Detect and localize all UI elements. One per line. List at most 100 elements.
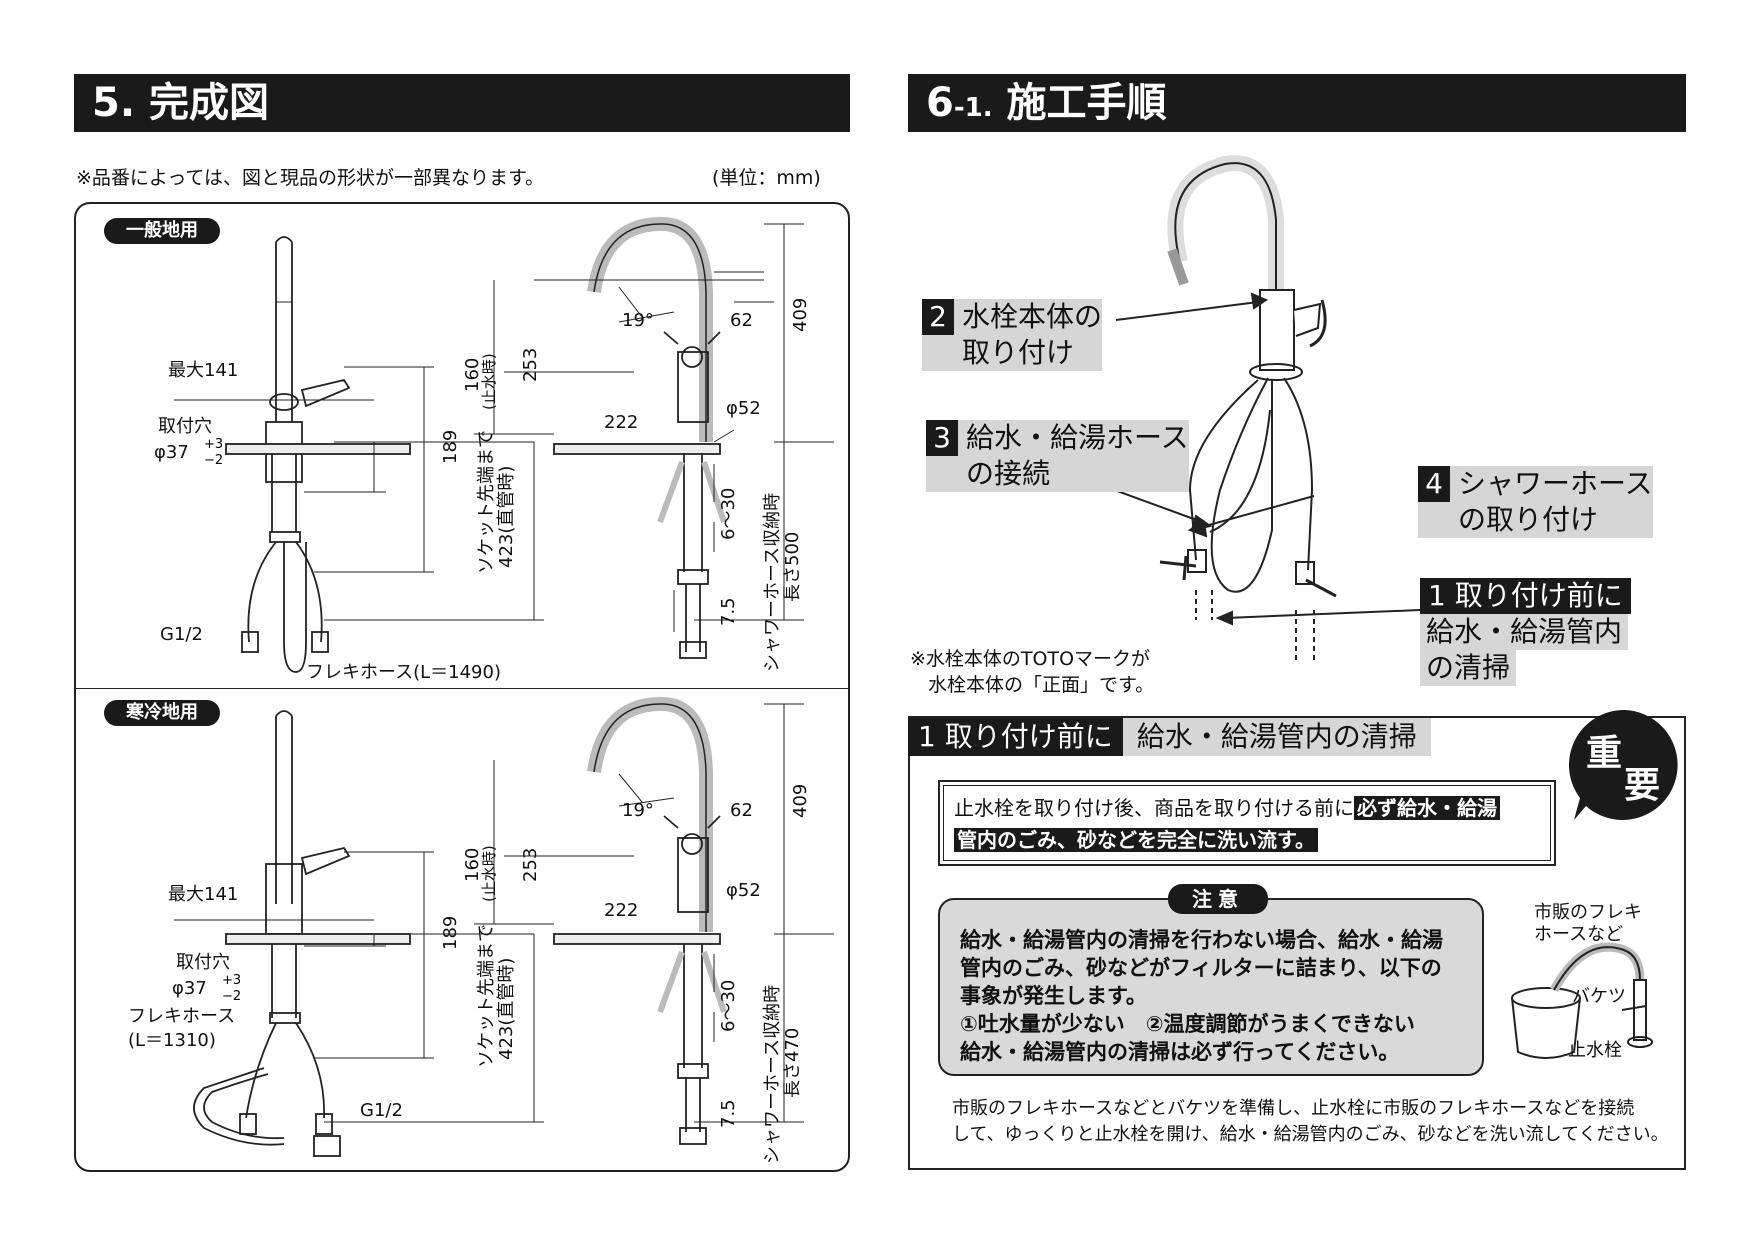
step-1-label: 1 取り付け前に 給水・給湯管内 の清掃 bbox=[1420, 578, 1631, 686]
general-dim-160: 160 bbox=[462, 358, 483, 392]
general-dim-52: φ52 bbox=[726, 398, 761, 419]
general-dim-189: 189 bbox=[440, 430, 461, 464]
general-socket: ソケット先端まで bbox=[476, 430, 497, 574]
important-char-2: 要 bbox=[1624, 765, 1661, 806]
cold-dim-52: φ52 bbox=[726, 880, 761, 901]
illus-valve-label: 止水栓 bbox=[1568, 1040, 1622, 1061]
warning-highlight-1: 必ず給水・給湯 bbox=[1354, 796, 1500, 820]
caution-line-4: ①吐水量が少ない ②温度調節がうまくできない bbox=[960, 1012, 1415, 1036]
step-3-line1: 給水・給湯ホース bbox=[966, 421, 1189, 454]
step-4-number: 4 bbox=[1418, 466, 1450, 502]
cold-shower-hose: シャワーホース収納時 bbox=[762, 985, 783, 1164]
bucket-illustration bbox=[1511, 942, 1653, 1059]
general-dim-160-note: (止水時) bbox=[480, 353, 498, 410]
cold-thread: G1/2 bbox=[360, 1100, 403, 1121]
caution-tag: 注意 bbox=[1168, 884, 1268, 914]
cold-mount-dia: φ37 bbox=[172, 978, 207, 999]
caution-line-5: 給水・給湯管内の清掃は必ず行ってください。 bbox=[960, 1040, 1400, 1064]
cold-tol-plus: +3 bbox=[222, 973, 241, 988]
cold-mount-hole: 取付穴 bbox=[176, 952, 230, 973]
unit-note: (単位：mm) bbox=[712, 167, 821, 189]
caution-line-3: 事象が発生します。 bbox=[960, 984, 1147, 1008]
general-dim-222: 222 bbox=[604, 412, 638, 433]
section-title: 完成図 bbox=[148, 80, 269, 126]
cold-tol-minus: −2 bbox=[222, 989, 241, 1004]
general-thread: G1/2 bbox=[160, 624, 203, 645]
general-tol-plus: +3 bbox=[204, 437, 223, 452]
section-5-header: 5. 完成図 bbox=[74, 74, 850, 132]
cold-dim-189: 189 bbox=[440, 916, 461, 950]
shape-note: ※品番によっては、図と現品の形状が一部異なります。 bbox=[76, 167, 545, 189]
cold-dim-409: 409 bbox=[790, 784, 811, 818]
general-shower-hose: シャワーホース収納時 bbox=[762, 493, 783, 672]
step-2-number: 2 bbox=[922, 299, 954, 335]
step-1-line3: の清掃 bbox=[1426, 651, 1511, 684]
general-mount-dia: φ37 bbox=[154, 442, 189, 463]
cold-dim-6-30: 6〜30 bbox=[718, 980, 739, 1032]
warning-box: 止水栓を取り付け後、商品を取り付ける前に必ず給水・給湯 管内のごみ、砂などを完全… bbox=[938, 780, 1556, 866]
general-mount-hole: 取付穴 bbox=[158, 416, 212, 437]
bottom-instruction-line1: 市販のフレキホースなどとバケツを準備し、止水栓に市販のフレキホースなどを接続 bbox=[952, 1098, 1635, 1119]
cold-angle: 19° bbox=[622, 800, 654, 821]
step-3-number: 3 bbox=[926, 420, 958, 456]
step-4-line2: の取り付け bbox=[1458, 503, 1599, 536]
important-char-1: 重 bbox=[1586, 733, 1623, 774]
cold-dim-62: 62 bbox=[730, 800, 753, 821]
step-4-line1: シャワーホース bbox=[1458, 467, 1653, 500]
general-angle: 19° bbox=[622, 310, 654, 331]
warning-text: 止水栓を取り付け後、商品を取り付ける前に bbox=[954, 796, 1354, 820]
cold-dim-160: 160 bbox=[462, 848, 483, 882]
panel-divider bbox=[74, 688, 850, 689]
cold-region-tag: 寒冷地用 bbox=[104, 700, 220, 726]
general-dim-253: 253 bbox=[520, 348, 541, 382]
install-illustration bbox=[1159, 155, 1337, 660]
caution-line-2: 管内のごみ、砂などがフィルターに詰まり、以下の bbox=[960, 956, 1442, 980]
cold-dim-222: 222 bbox=[604, 900, 638, 921]
general-tag: 一般地用 bbox=[104, 218, 220, 244]
cold-socket-len: 423(直管時) bbox=[496, 958, 517, 1060]
illus-bucket-label: バケツ bbox=[1572, 986, 1626, 1007]
cold-max-width: 最大141 bbox=[168, 884, 238, 905]
general-dim-409: 409 bbox=[790, 298, 811, 332]
general-dim-7-5: 7.5 bbox=[718, 597, 739, 626]
warning-highlight-2: 管内のごみ、砂などを完全に洗い流す。 bbox=[954, 828, 1318, 852]
step-1-detail-panel bbox=[908, 716, 1686, 1170]
step-1-header-text: 取り付け前に bbox=[944, 720, 1113, 753]
step-2-line2: 取り付け bbox=[962, 336, 1075, 369]
caution-line-1: 給水・給湯管内の清掃を行わない場合、給水・給湯 bbox=[960, 928, 1443, 952]
cold-shower-len: 長さ470 bbox=[782, 1028, 803, 1098]
step-1-header-number: 1 bbox=[918, 720, 936, 753]
section-title: 施工手順 bbox=[1006, 80, 1167, 126]
step-1-line1: 取り付け前に bbox=[1454, 579, 1623, 612]
illus-hose-line1: 市販のフレキ bbox=[1534, 902, 1642, 923]
cold-dim-7-5: 7.5 bbox=[718, 1099, 739, 1128]
section-number: 6 bbox=[926, 80, 954, 126]
general-tol-minus: −2 bbox=[204, 453, 223, 468]
important-badge bbox=[1568, 709, 1678, 820]
step-1-header: 1 取り付け前に給水・給湯管内の清掃 bbox=[908, 718, 1431, 756]
general-flex-hose: フレキホース(L＝1490) bbox=[306, 662, 501, 683]
step-2-line1: 水栓本体の bbox=[962, 300, 1103, 333]
toto-note-line2: 水栓本体の「正面」です。 bbox=[928, 674, 1155, 696]
cold-dim-253: 253 bbox=[520, 848, 541, 882]
cold-region-drawing: 最大141 取付穴 φ37 +3 −2 フレキホース (L＝1310) G1/2… bbox=[128, 696, 834, 1164]
section-6-header: 6-1. 施工手順 bbox=[908, 74, 1686, 132]
section-number: 5. bbox=[92, 80, 136, 126]
step-1-number: 1 bbox=[1428, 579, 1446, 612]
bottom-instruction-line2: して、ゆっくりと止水栓を開け、給水・給湯管内のごみ、砂などを洗い流してください。 bbox=[952, 1124, 1669, 1145]
general-dim-62: 62 bbox=[730, 310, 753, 331]
general-max-width: 最大141 bbox=[168, 360, 238, 381]
cold-flex-hose-len: (L＝1310) bbox=[128, 1030, 216, 1051]
step-1-header-title: 給水・給湯管内の清掃 bbox=[1122, 718, 1431, 756]
cold-flex-hose-label: フレキホース bbox=[128, 1006, 235, 1027]
section-sub-number: -1. bbox=[953, 93, 993, 123]
dimension-panel bbox=[74, 202, 850, 1172]
cold-socket: ソケット先端まで bbox=[476, 924, 497, 1068]
step-1-line2: 給水・給湯管内 bbox=[1426, 615, 1623, 648]
step-3-line2: の接続 bbox=[966, 457, 1051, 490]
illus-hose-line2: ホースなど bbox=[1534, 924, 1624, 945]
general-shower-len: 長さ500 bbox=[782, 532, 803, 602]
cold-dim-160-note: (止水時) bbox=[480, 845, 498, 902]
